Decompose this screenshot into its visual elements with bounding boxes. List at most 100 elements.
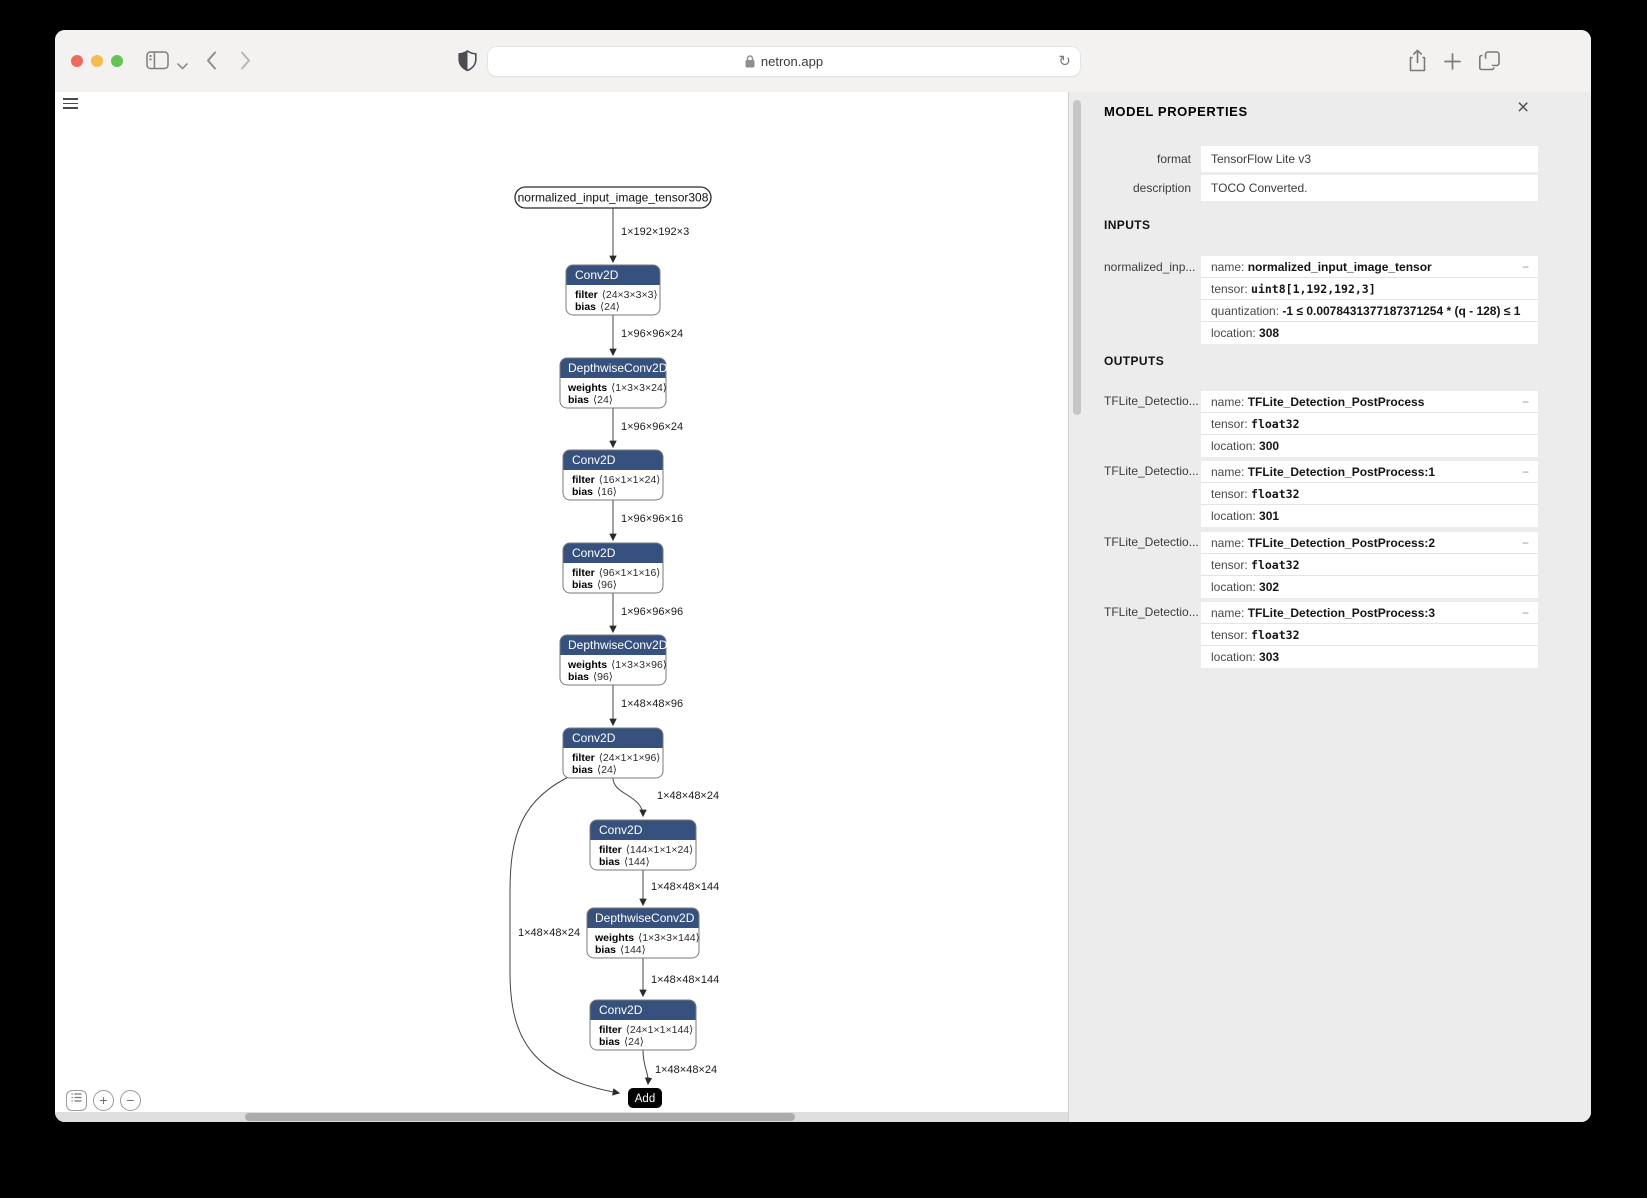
zoom-in-button[interactable]: +: [93, 1090, 114, 1111]
svg-text:bias⟨24⟩: bias⟨24⟩: [599, 1036, 644, 1048]
svg-text:bias⟨16⟩: bias⟨16⟩: [572, 486, 617, 498]
svg-text:bias⟨24⟩: bias⟨24⟩: [572, 764, 617, 776]
node-conv2d-3[interactable]: Conv2D filter⟨96×1×1×16⟩ bias⟨96⟩: [562, 542, 664, 594]
edge-label: 1×192×192×3: [621, 226, 689, 238]
svg-text:Conv2D: Conv2D: [599, 1003, 643, 1017]
svg-text:bias⟨96⟩: bias⟨96⟩: [572, 579, 617, 591]
output-location-row: location: 302: [1201, 576, 1538, 598]
new-tab-icon[interactable]: [1444, 53, 1461, 75]
output-name-row: name: TFLite_Detection_PostProcess −: [1201, 391, 1538, 413]
node-depthwiseconv2d-1[interactable]: DepthwiseConv2D weights⟨1×3×3×24⟩ bias⟨2…: [559, 357, 668, 409]
output-name-row: name: TFLite_Detection_PostProcess:2 −: [1201, 532, 1538, 554]
chevron-down-icon[interactable]: [177, 57, 188, 75]
node-depthwiseconv2d-3[interactable]: DepthwiseConv2D weights⟨1×3×3×144⟩ bias⟨…: [586, 907, 700, 959]
output-tensor-row: tensor: float32: [1201, 554, 1538, 576]
inputs-header: INPUTS: [1104, 218, 1151, 232]
output-location-row: location: 300: [1201, 435, 1538, 457]
menu-icon[interactable]: [63, 98, 78, 112]
svg-text:filter⟨24×1×1×144⟩: filter⟨24×1×1×144⟩: [599, 1024, 693, 1036]
edge[interactable]: [612, 777, 647, 818]
svg-text:DepthwiseConv2D: DepthwiseConv2D: [568, 638, 668, 652]
svg-text:bias⟨144⟩: bias⟨144⟩: [595, 944, 646, 956]
svg-text:filter⟨144×1×1×24⟩: filter⟨144×1×1×24⟩: [599, 844, 693, 856]
svg-text:Conv2D: Conv2D: [572, 546, 616, 560]
collapse-button[interactable]: −: [1521, 395, 1529, 409]
edge-label: 1×48×48×96: [621, 698, 683, 710]
svg-text:filter⟨24×1×1×96⟩: filter⟨24×1×1×96⟩: [572, 752, 660, 764]
edge-label: 1×96×96×16: [621, 513, 683, 525]
input-name-row: name: normalized_input_image_tensor −: [1201, 256, 1538, 278]
svg-text:Add: Add: [635, 1093, 655, 1105]
node-conv2d-5[interactable]: Conv2D filter⟨144×1×1×24⟩ bias⟨144⟩: [589, 819, 697, 871]
output-tensor-row: tensor: float32: [1201, 624, 1538, 646]
edge-label: 1×48×48×144: [651, 974, 719, 986]
svg-text:filter⟨16×1×1×24⟩: filter⟨16×1×1×24⟩: [572, 474, 660, 486]
sidebar-toggle-icon[interactable]: [146, 51, 169, 75]
description-label: description: [1132, 181, 1191, 195]
edge-label: 1×96×96×96: [621, 606, 683, 618]
collapse-button[interactable]: −: [1521, 606, 1529, 620]
model-graph: 1×192×192×3 1×96×96×24 1×96×96×24 1×96×9…: [509, 186, 719, 1108]
graph-canvas[interactable]: 1×192×192×3 1×96×96×24 1×96×96×24 1×96×9…: [55, 92, 1068, 1122]
svg-text:Conv2D: Conv2D: [599, 823, 643, 837]
node-add[interactable]: Add: [628, 1088, 662, 1108]
edge-label: 1×48×48×24: [655, 1064, 717, 1076]
node-input-tensor[interactable]: normalized_input_image_tensor308: [514, 186, 712, 209]
close-window-button[interactable]: [71, 55, 83, 67]
output-side-label: TFLite_Detectio...: [1104, 605, 1199, 619]
fullscreen-window-button[interactable]: [111, 55, 123, 67]
edge-label: 1×48×48×144: [651, 881, 719, 893]
edge-label: 1×96×96×24: [621, 421, 683, 433]
output-tensor-row: tensor: float32: [1201, 483, 1538, 505]
input-quantization-row: quantization: -1 ≤ 0.0078431377187371254…: [1201, 300, 1538, 322]
svg-text:weights⟨1×3×3×24⟩: weights⟨1×3×3×24⟩: [567, 382, 667, 394]
svg-text:Conv2D: Conv2D: [575, 268, 619, 282]
properties-list-button[interactable]: [66, 1090, 87, 1111]
zoom-out-button[interactable]: −: [120, 1090, 141, 1111]
node-conv2d-6[interactable]: Conv2D filter⟨24×1×1×144⟩ bias⟨24⟩: [589, 999, 697, 1051]
forward-button[interactable]: [240, 51, 251, 75]
output-tensor-row: tensor: float32: [1201, 413, 1538, 435]
svg-text:bias⟨144⟩: bias⟨144⟩: [599, 856, 650, 868]
browser-window: netron.app ↻: [55, 30, 1591, 1122]
edge-label: 1×48×48×24: [657, 790, 719, 802]
horizontal-scrollbar-thumb[interactable]: [245, 1113, 795, 1121]
panel-title: MODEL PROPERTIES: [1104, 104, 1248, 119]
svg-text:bias⟨96⟩: bias⟨96⟩: [568, 671, 613, 683]
collapse-button[interactable]: −: [1521, 465, 1529, 479]
share-icon[interactable]: [1408, 49, 1427, 78]
url-text: netron.app: [760, 54, 824, 69]
svg-text:bias⟨24⟩: bias⟨24⟩: [575, 301, 620, 313]
horizontal-scrollbar[interactable]: [55, 1112, 1068, 1122]
edge[interactable]: [642, 1049, 653, 1086]
minimize-window-button[interactable]: [91, 55, 103, 67]
output-side-label: TFLite_Detectio...: [1104, 394, 1199, 408]
node-conv2d-2[interactable]: Conv2D filter⟨16×1×1×24⟩ bias⟨16⟩: [562, 449, 664, 501]
reload-icon[interactable]: ↻: [1058, 53, 1071, 70]
output-side-label: TFLite_Detectio...: [1104, 464, 1199, 478]
svg-text:weights⟨1×3×3×144⟩: weights⟨1×3×3×144⟩: [594, 932, 700, 944]
edge-skip-connection[interactable]: [509, 773, 621, 1096]
node-conv2d-1[interactable]: Conv2D filter⟨24×3×3×3⟩ bias⟨24⟩: [565, 264, 661, 316]
address-bar[interactable]: netron.app ↻: [488, 47, 1080, 76]
back-button[interactable]: [206, 51, 217, 75]
outputs-header: OUTPUTS: [1104, 354, 1165, 368]
svg-text:weights⟨1×3×3×96⟩: weights⟨1×3×3×96⟩: [567, 659, 667, 671]
collapse-button[interactable]: −: [1521, 536, 1529, 550]
browser-toolbar: netron.app ↻: [55, 30, 1591, 93]
node-conv2d-4[interactable]: Conv2D filter⟨24×1×1×96⟩ bias⟨24⟩: [562, 727, 664, 779]
svg-text:filter⟨24×3×3×3⟩: filter⟨24×3×3×3⟩: [575, 289, 658, 301]
node-depthwiseconv2d-2[interactable]: DepthwiseConv2D weights⟨1×3×3×96⟩ bias⟨9…: [559, 634, 668, 686]
panel-scrollbar[interactable]: [1073, 100, 1081, 415]
collapse-button[interactable]: −: [1521, 260, 1529, 274]
tab-overview-icon[interactable]: [1478, 51, 1500, 76]
input-side-label: normalized_inp...: [1104, 260, 1196, 274]
privacy-shield-icon[interactable]: [458, 50, 477, 77]
svg-text:Conv2D: Conv2D: [572, 453, 616, 467]
svg-text:normalized_input_image_tensor3: normalized_input_image_tensor308: [518, 191, 709, 205]
close-icon[interactable]: ×: [1517, 96, 1530, 119]
output-location-row: location: 301: [1201, 505, 1538, 527]
output-name-row: name: TFLite_Detection_PostProcess:1 −: [1201, 461, 1538, 483]
output-name-row: name: TFLite_Detection_PostProcess:3 −: [1201, 602, 1538, 624]
format-label: format: [1156, 152, 1191, 166]
